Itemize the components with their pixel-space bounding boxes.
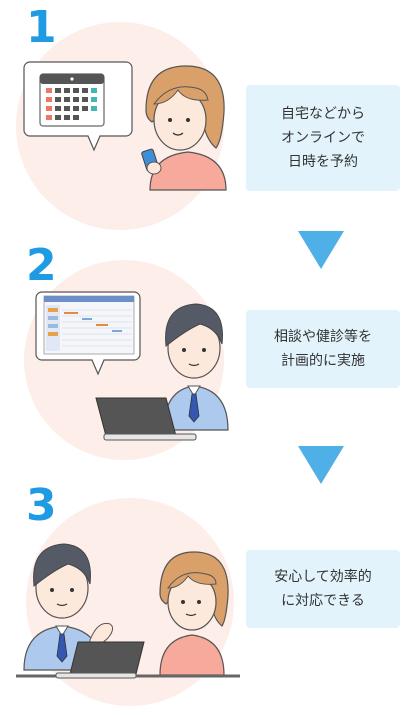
step-2-illustration <box>24 260 229 460</box>
laptop-icon <box>55 641 145 679</box>
step-number: 2 <box>26 240 57 291</box>
caption-line: 相談や健診等を <box>274 329 372 345</box>
step-1-illustration <box>16 22 227 230</box>
woman-figure <box>159 551 229 676</box>
arrow-down-icon <box>298 231 344 269</box>
spreadsheet-screen-icon <box>43 295 135 355</box>
caption-line: 日時を予約 <box>288 154 358 170</box>
caption-line: オンラインで <box>281 130 365 146</box>
caption-line: 自宅などから <box>281 106 365 122</box>
step-1: 1 自宅などから オンラインで 日時を予約 <box>0 0 411 230</box>
step-caption: 相談や健診等を 計画的に実施 <box>246 310 400 388</box>
step-2: 2 相談や健診等を 計画的に実施 <box>0 230 411 470</box>
caption-line: 安心して効率的 <box>274 569 372 585</box>
caption-line: 計画的に実施 <box>281 353 365 369</box>
woman-figure <box>145 65 227 191</box>
step-3-illustration <box>16 498 240 706</box>
step-number: 3 <box>26 480 57 531</box>
step-3: 3 安心して効率的 に対応できる <box>0 470 411 716</box>
man-figure <box>163 303 229 431</box>
step-caption: 安心して効率的 に対応できる <box>246 550 400 628</box>
smartphone-icon <box>141 148 162 175</box>
step-number: 1 <box>26 2 57 53</box>
calendar-icon <box>39 73 105 127</box>
caption-line: に対応できる <box>281 593 365 609</box>
step-caption: 自宅などから オンラインで 日時を予約 <box>246 85 400 191</box>
arrow-down-icon <box>298 446 344 484</box>
laptop-icon <box>95 397 197 441</box>
